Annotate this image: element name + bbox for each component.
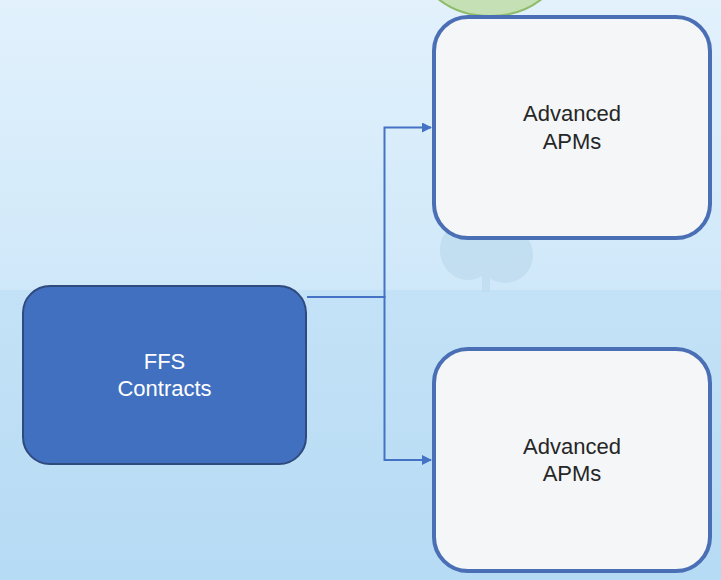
- connector-arrow: [307, 297, 431, 460]
- source-box: FFS Contracts: [22, 285, 307, 465]
- box-label: Advanced APMs: [502, 100, 642, 155]
- target-box: Advanced APMs: [432, 347, 712, 573]
- green-shape: [418, 0, 562, 16]
- box-label: Advanced APMs: [502, 433, 642, 488]
- connector-arrow: [307, 128, 431, 298]
- sky-band: [0, 0, 721, 292]
- box-label: FFS Contracts: [95, 348, 235, 403]
- target-box: Advanced APMs: [432, 15, 712, 240]
